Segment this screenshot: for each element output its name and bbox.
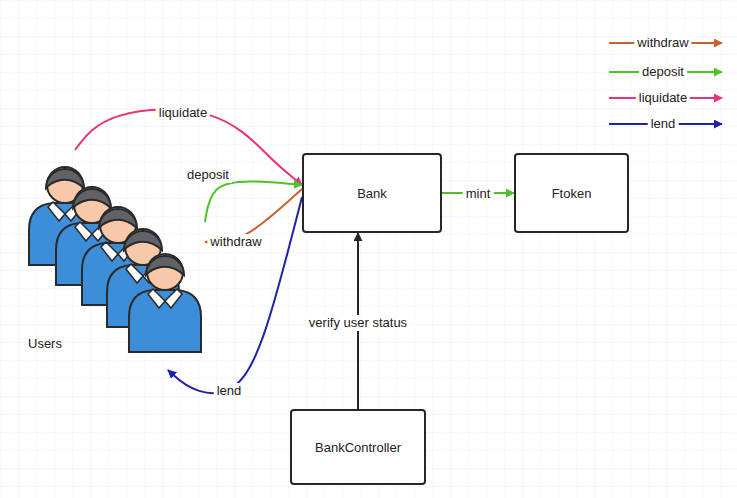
person-hair (124, 231, 162, 250)
person-hair (146, 256, 184, 275)
legend-label: lend (648, 116, 679, 132)
edge-label: mint (463, 186, 494, 202)
edge-label: verify user status (306, 315, 410, 331)
person-face (147, 254, 183, 290)
person-hair (46, 169, 84, 188)
process-box: Ftoken (514, 153, 629, 233)
person-shirt (129, 290, 201, 352)
person-collar (148, 289, 182, 308)
process-box: BankController (290, 409, 426, 485)
edge-label: withdraw (207, 234, 264, 250)
person-figure (129, 254, 201, 352)
legend-label: liquidate (636, 90, 690, 106)
box-label: Bank (357, 186, 387, 201)
users-illustration: Users (20, 150, 205, 370)
edge-label: deposit (184, 167, 232, 183)
legend-samples (609, 43, 722, 124)
process-box: Bank (302, 153, 442, 233)
box-label: Ftoken (552, 186, 592, 201)
box-label: BankController (315, 440, 401, 455)
connectors (75, 109, 514, 409)
group-label: Users (28, 336, 62, 351)
legend-label: withdraw (634, 35, 691, 51)
legend-label: deposit (639, 64, 687, 80)
person-hair (73, 189, 111, 208)
edge-label: lend (214, 383, 245, 399)
person-hair (99, 209, 137, 228)
edge-label: liquidate (156, 105, 210, 121)
